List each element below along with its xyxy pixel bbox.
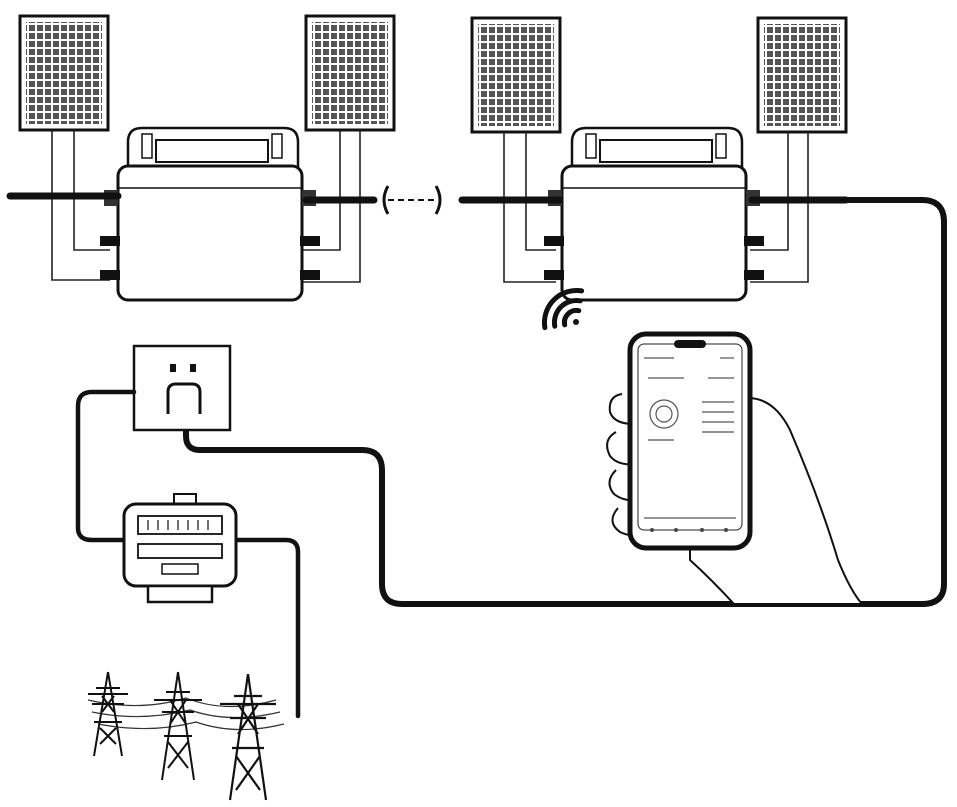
house-cable — [75, 389, 301, 719]
transmission-tower-icon — [220, 673, 276, 801]
solar-panel-icon — [18, 14, 110, 132]
transmission-tower-icon — [88, 671, 128, 757]
smartphone-icon — [627, 331, 753, 551]
electricity-meter-icon — [122, 493, 238, 604]
micro-inverter-icon — [544, 126, 764, 302]
dc-wires — [51, 130, 809, 283]
micro-inverter-icon — [100, 126, 320, 302]
solar-panel-icon — [756, 16, 848, 134]
solar-panel-icon — [470, 16, 562, 134]
wifi-icon — [541, 287, 585, 331]
wall-socket-icon — [132, 344, 232, 432]
ac-trunk-cable — [6, 192, 947, 607]
cable-break-icon — [382, 185, 442, 215]
transmission-tower-icon — [154, 671, 202, 781]
solar-panel-icon — [304, 14, 396, 132]
